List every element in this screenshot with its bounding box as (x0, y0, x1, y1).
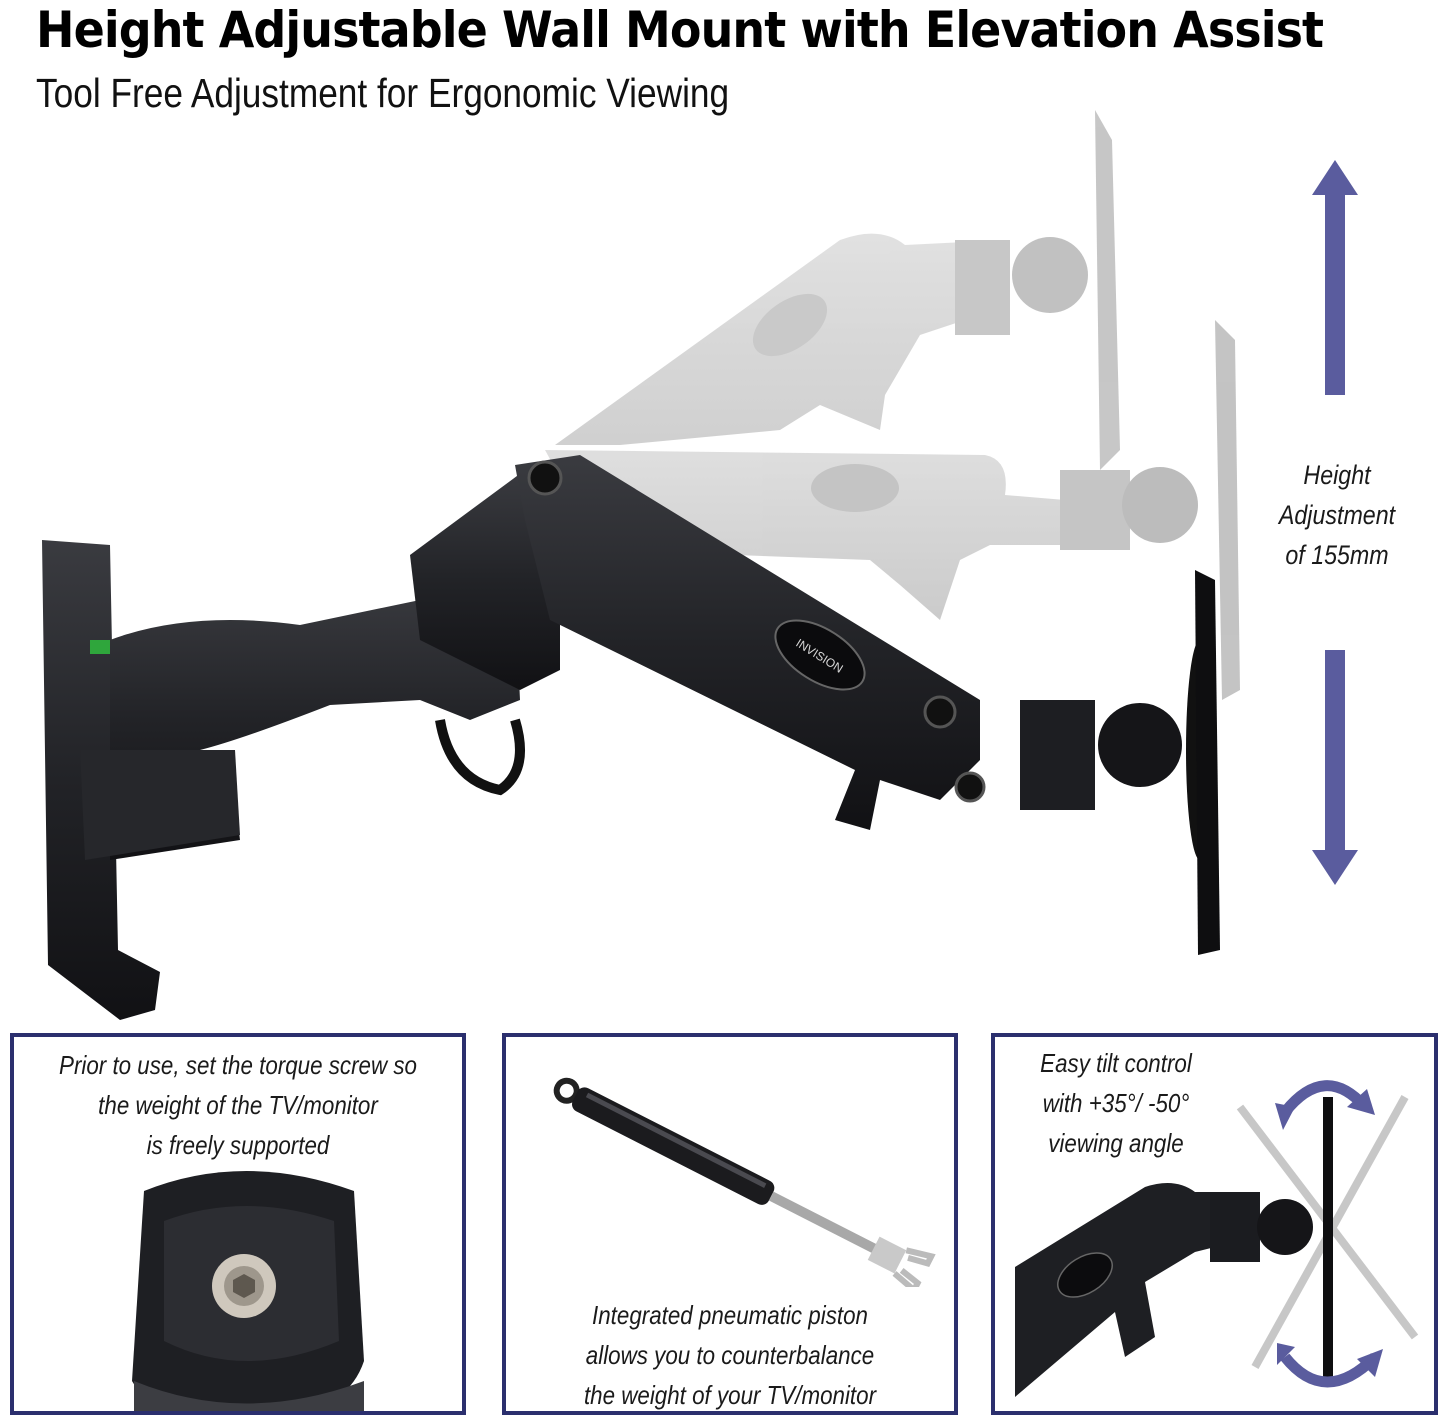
main-arm: INVISION (515, 455, 986, 830)
up-arrow-icon (1312, 160, 1358, 395)
height-arrows (1312, 160, 1358, 885)
feature-panel-tilt: Easy tilt control with +35°/ -50° viewin… (991, 1033, 1438, 1415)
ghost-arm-mid (545, 320, 1240, 700)
page-subtitle: Tool Free Adjustment for Ergonomic Viewi… (36, 70, 730, 116)
feature-panel-piston: Integrated pneumatic piston allows you t… (502, 1033, 958, 1415)
wall-mount-illustration: INVISION (42, 110, 1358, 1020)
panel-caption: Integrated pneumatic piston allows you t… (583, 1300, 877, 1410)
tilt-control-photo (1015, 1080, 1419, 1397)
page-title: Height Adjustable Wall Mount with Elevat… (36, 1, 1324, 59)
hero-illustration: INVISION Height Adjustment of 155mm (0, 90, 1452, 1030)
panel-caption: Easy tilt control with +35°/ -50° viewin… (1040, 1048, 1192, 1158)
tilt-head (1020, 570, 1220, 955)
panel-caption: Prior to use, set the torque screw so th… (59, 1050, 417, 1160)
height-adjustment-label: Height Adjustment of 155mm (1278, 460, 1396, 570)
gas-piston-photo (553, 1077, 936, 1287)
down-arrow-icon (1312, 650, 1358, 885)
ghost-arm-high (555, 110, 1120, 470)
feature-panel-torque: Prior to use, set the torque screw so th… (10, 1033, 466, 1415)
lower-arm (80, 580, 525, 860)
torque-screw-photo (132, 1171, 364, 1411)
pivot-block (410, 470, 560, 690)
